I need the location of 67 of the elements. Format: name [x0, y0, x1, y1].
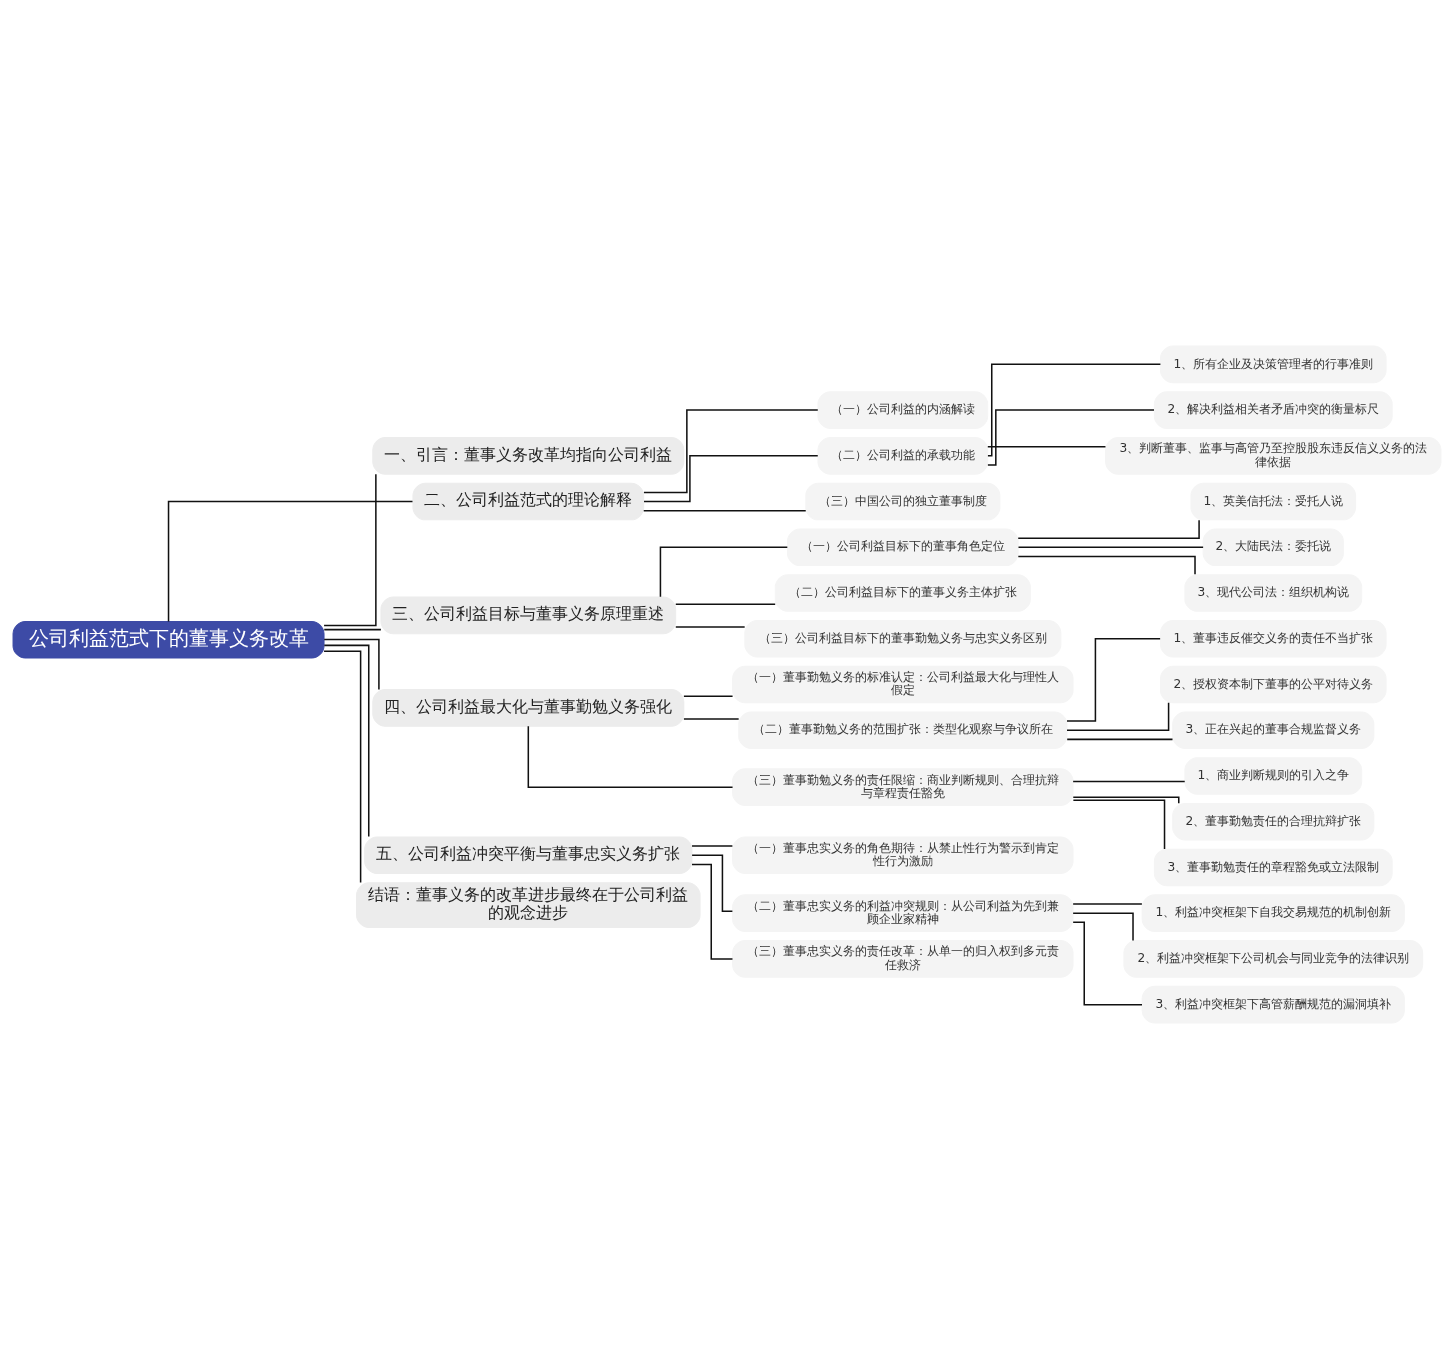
connector — [1066, 701, 1170, 731]
connector — [675, 602, 776, 605]
node-box: 五、公司利益冲突平衡与董事忠实义务扩张 — [364, 835, 693, 874]
node-box: 2、大陆民法：委托说 — [1202, 528, 1344, 566]
node-box: 2、董事勤勉责任的合理抗辩扩张 — [1172, 802, 1375, 840]
connector — [1017, 546, 1204, 548]
node-box: 2、授权资本制下董事的公平对待义务 — [1159, 665, 1387, 703]
node-box: 3、现代公司法：组织机构说 — [1184, 573, 1363, 612]
connector — [323, 628, 382, 630]
node-box: （二）公司利益目标下的董事义务主体扩张 — [774, 573, 1031, 612]
connector — [1066, 637, 1161, 722]
connector — [691, 844, 734, 847]
connector — [691, 854, 734, 912]
node-box: 1、董事违反催交义务的责任不当扩张 — [1159, 619, 1387, 658]
connector — [691, 863, 734, 960]
node-box: 3、判断董事、监事与高管乃至控股股东违反信义义务的法律依据 — [1105, 436, 1442, 475]
connector — [1066, 738, 1174, 740]
connector — [675, 625, 746, 628]
connector — [987, 445, 1107, 447]
connector — [683, 717, 740, 720]
connector — [323, 644, 370, 837]
node-box: （一）公司利益的内涵解读 — [817, 390, 989, 429]
node-box: 1、利益冲突框架下自我交易规范的机制创新 — [1141, 893, 1405, 932]
node-box: 1、商业判断规则的引入之争 — [1184, 756, 1363, 795]
connector — [643, 454, 819, 502]
node-box: 二、公司利益范式的理论解释 — [412, 482, 645, 520]
node-box: 结语：董事义务的改革进步最终在于公司利益的观念进步 — [356, 881, 701, 928]
connector — [323, 638, 380, 690]
node-box: 四、公司利益最大化与董事勤勉义务强化 — [372, 688, 685, 727]
connector — [1072, 799, 1166, 850]
node-box: （三）董事忠实义务的责任改革：从单一的归入权到多元责任救济 — [732, 939, 1074, 978]
node-box: （三）中国公司的独立董事制度 — [805, 482, 1001, 520]
node-box: 三、公司利益目标与董事义务原理重述 — [380, 596, 677, 634]
node-box: 2、解决利益相关者矛盾冲突的衡量标尺 — [1153, 390, 1393, 429]
node-box: 3、正在兴起的董事合规监督义务 — [1172, 710, 1375, 749]
connector — [1017, 519, 1200, 539]
node-box: （二）董事忠实义务的利益冲突规则：从公司利益为先到兼顾企业家精神 — [732, 893, 1074, 932]
node-box: （二）公司利益的承载功能 — [817, 436, 989, 475]
connector — [1072, 780, 1186, 782]
connector — [683, 694, 734, 697]
connector — [323, 649, 362, 883]
connector — [1072, 902, 1143, 905]
connector — [659, 546, 789, 598]
connector — [1072, 921, 1143, 1005]
node-box: 3、利益冲突框架下高管薪酬规范的漏洞填补 — [1141, 985, 1405, 1023]
connector — [1072, 911, 1134, 941]
node-box: 公司利益范式下的董事义务改革 — [12, 620, 325, 659]
node-box: 3、董事勤勉责任的章程豁免或立法限制 — [1153, 848, 1393, 886]
node-box: （三）董事勤勉义务的责任限缩：商业判断规则、合理抗辩与章程责任豁免 — [732, 767, 1074, 806]
connector — [167, 500, 414, 622]
connector — [527, 725, 734, 788]
node-box: （一）公司利益目标下的董事角色定位 — [786, 528, 1019, 566]
connector — [987, 408, 1155, 466]
node-box: 1、所有企业及决策管理者的行事准则 — [1159, 345, 1387, 383]
connector — [1017, 555, 1196, 575]
node-box: （二）董事勤勉义务的范围扩张：类型化观察与争议所在 — [738, 710, 1068, 749]
connector — [1072, 796, 1180, 804]
node-box: （一）董事勤勉义务的标准认定：公司利益最大化与理性人假定 — [732, 665, 1074, 703]
node-box: （一）董事忠实义务的角色期待：从禁止性行为警示到肯定性行为激励 — [732, 835, 1074, 874]
connector — [323, 473, 377, 626]
connector — [642, 509, 807, 511]
node-box: 2、利益冲突框架下公司机会与同业竞争的法律识别 — [1123, 939, 1424, 978]
connector — [643, 408, 819, 493]
connector — [987, 363, 1162, 457]
node-box: （三）公司利益目标下的董事勤勉义务与忠实义务区别 — [744, 619, 1062, 658]
node-box: 一、引言：董事义务改革均指向公司利益 — [372, 436, 685, 475]
node-box: 1、英美信托法：受托人说 — [1190, 482, 1357, 520]
